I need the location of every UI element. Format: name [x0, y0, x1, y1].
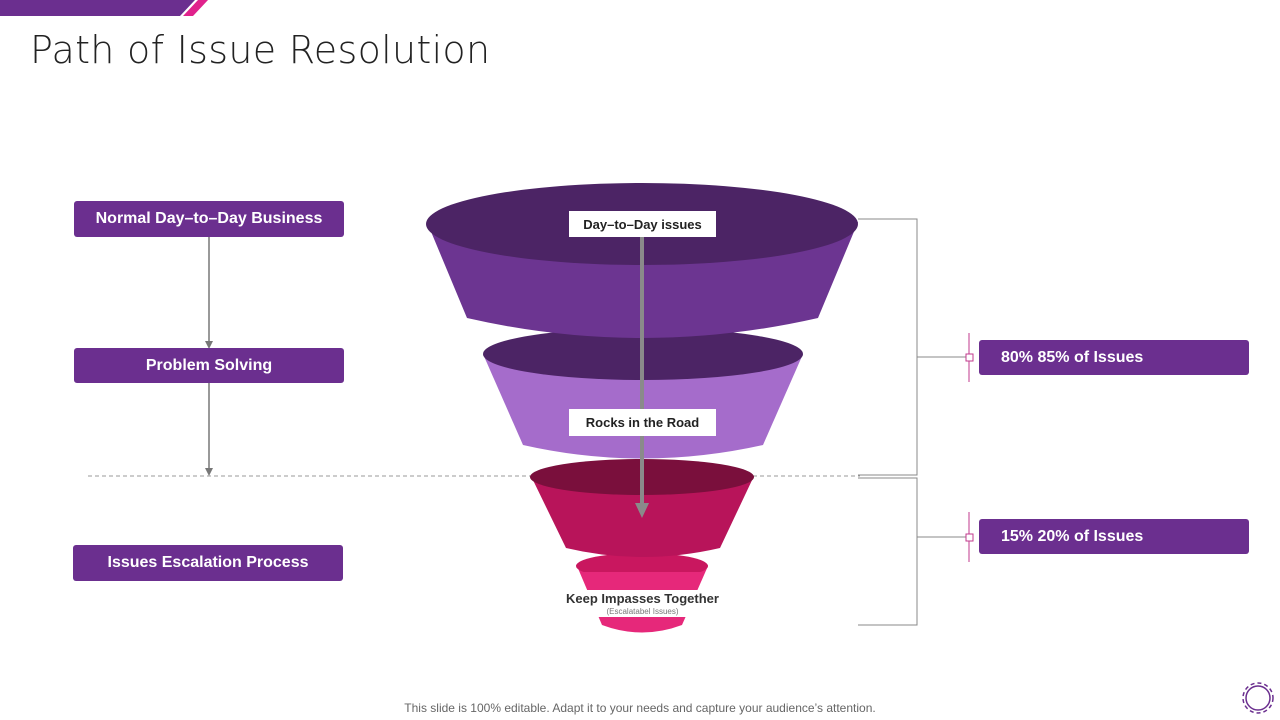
step-problem-solving: Problem Solving [74, 348, 344, 383]
funnel-center-arrow-head [635, 503, 649, 518]
arrow-head-1 [205, 341, 213, 349]
step-normal-business: Normal Day–to–Day Business [74, 201, 344, 237]
arrow-head-2 [205, 468, 213, 476]
right-bracket-bottom [858, 477, 966, 626]
step-escalation-process: Issues Escalation Process [73, 545, 343, 581]
top-accent-stripe [183, 0, 208, 16]
funnel-label-mid: Rocks in the Road [569, 409, 716, 436]
connector-node-2 [965, 533, 974, 542]
connector-node-1 [965, 353, 974, 362]
footer-note: This slide is 100% editable. Adapt it to… [404, 701, 876, 715]
right-bracket-top [858, 218, 966, 476]
funnel-label-bottom: Keep Impasses Together [566, 591, 719, 606]
funnel-label-top: Day–to–Day issues [569, 211, 716, 237]
share-box-15-20: 15% 20% of Issues [979, 519, 1249, 554]
page-title: Path of Issue Resolution [30, 28, 491, 72]
funnel-label-bottom-sub: (Escalatabel Issues) [606, 607, 679, 616]
funnel-text-band [560, 590, 730, 617]
top-accent-bar [0, 0, 195, 16]
share-box-80-85: 80% 85% of Issues [979, 340, 1249, 375]
gear-icon [1242, 682, 1274, 714]
